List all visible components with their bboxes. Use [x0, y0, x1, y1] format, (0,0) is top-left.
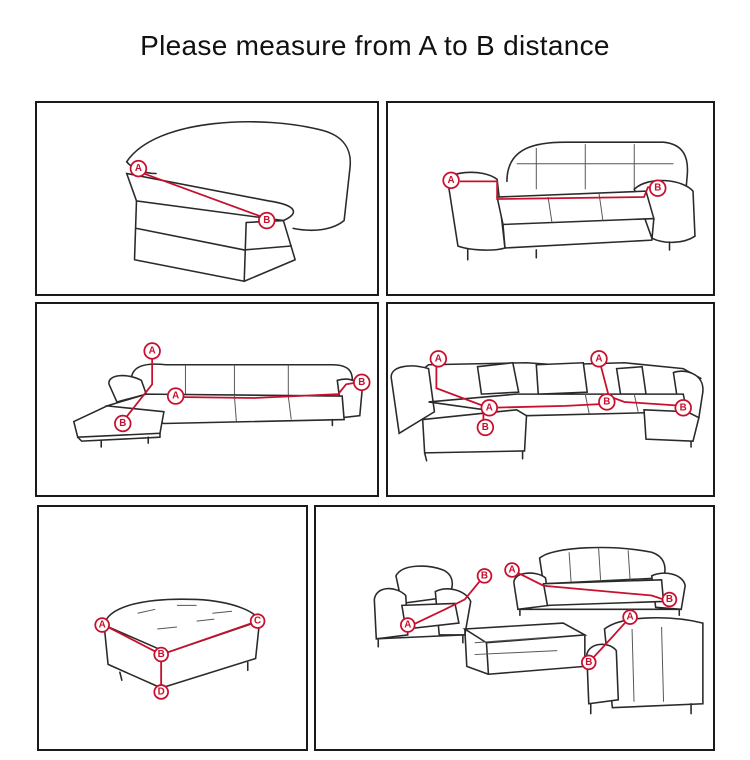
panel-u-shaped-sofa: A B A B A B	[386, 302, 715, 497]
marker-a: A	[480, 399, 498, 417]
marker-b: B	[476, 568, 493, 584]
u-shaped-sofa-markers: A B A B A B	[429, 350, 692, 437]
sofa-set-markers: A B A B A B	[399, 562, 678, 671]
svg-text:A: A	[508, 564, 515, 575]
marker-c: C	[249, 613, 266, 629]
marker-b: B	[581, 654, 597, 671]
svg-text:A: A	[595, 353, 602, 364]
panel-l-shaped-sofa: A B A B	[35, 302, 379, 497]
l-shaped-sofa-markers: A B A B	[114, 342, 371, 433]
svg-text:B: B	[263, 215, 270, 226]
svg-text:B: B	[603, 396, 610, 407]
marker-a: A	[166, 387, 185, 405]
marker-d: D	[153, 684, 169, 700]
svg-text:C: C	[254, 616, 261, 627]
page-title: Please measure from A to B distance	[140, 30, 610, 61]
svg-text:B: B	[680, 402, 687, 413]
svg-text:A: A	[448, 175, 455, 186]
marker-b: B	[114, 414, 132, 433]
svg-text:B: B	[481, 570, 488, 581]
marker-a: A	[590, 350, 608, 368]
svg-text:B: B	[358, 377, 365, 388]
svg-text:A: A	[99, 620, 106, 631]
marker-a: A	[143, 342, 161, 360]
svg-text:A: A	[435, 353, 442, 364]
svg-text:B: B	[654, 183, 661, 194]
marker-a: A	[94, 617, 110, 633]
svg-text:A: A	[404, 620, 411, 631]
panel-ottoman: A B C D	[37, 505, 308, 751]
marker-a: A	[399, 617, 416, 633]
marker-b: B	[258, 211, 276, 230]
three-seat-sofa-drawing	[447, 141, 696, 261]
marker-a: A	[429, 350, 448, 368]
ottoman-drawing	[103, 598, 261, 697]
panel-sofa-set: A B A B A B	[314, 505, 715, 751]
svg-text:B: B	[585, 657, 592, 668]
armless-sofa-markers: A B	[129, 159, 276, 230]
marker-b: B	[476, 418, 495, 437]
marker-a: A	[504, 562, 520, 578]
marker-b: B	[674, 399, 692, 417]
svg-text:B: B	[158, 649, 165, 660]
marker-b: B	[598, 393, 616, 411]
marker-b: B	[649, 179, 667, 197]
svg-text:B: B	[666, 594, 673, 605]
svg-text:A: A	[172, 391, 179, 402]
svg-text:A: A	[627, 612, 634, 623]
marker-a: A	[129, 159, 148, 178]
svg-text:A: A	[486, 402, 493, 413]
ottoman-markers: A B C D	[94, 613, 266, 700]
marker-b: B	[153, 646, 169, 663]
panel-three-seat-sofa: A B	[386, 101, 715, 296]
three-seat-sofa-markers: A B	[442, 171, 667, 197]
marker-b: B	[661, 591, 678, 608]
svg-text:A: A	[149, 346, 156, 357]
marker-a: A	[442, 171, 460, 190]
svg-text:B: B	[119, 418, 126, 429]
svg-text:D: D	[158, 686, 165, 697]
marker-a: A	[622, 609, 638, 625]
marker-b: B	[353, 373, 371, 392]
panel-armless-sofa: A B	[35, 101, 379, 296]
svg-text:A: A	[135, 163, 142, 174]
svg-text:B: B	[482, 422, 489, 433]
sofa-set-drawing	[373, 546, 704, 715]
